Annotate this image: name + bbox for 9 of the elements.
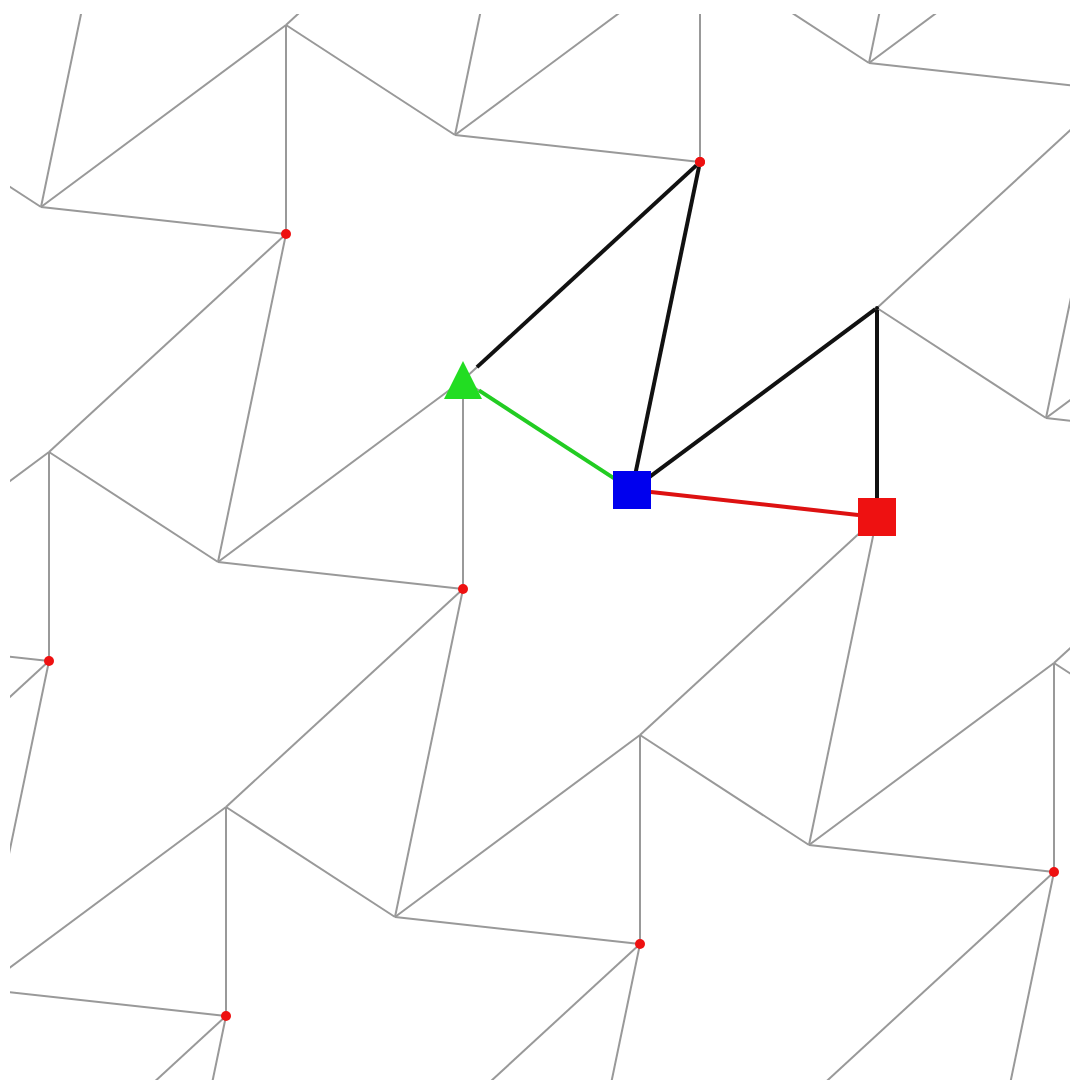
connector-line xyxy=(875,310,879,498)
square-marker xyxy=(613,471,651,509)
connector-line xyxy=(475,163,698,369)
square-marker xyxy=(858,498,896,536)
connector-line xyxy=(633,166,701,472)
vertex-point xyxy=(875,306,879,310)
triangle-marker xyxy=(444,361,482,399)
dot-marker xyxy=(695,157,705,167)
connector-line xyxy=(650,490,859,517)
